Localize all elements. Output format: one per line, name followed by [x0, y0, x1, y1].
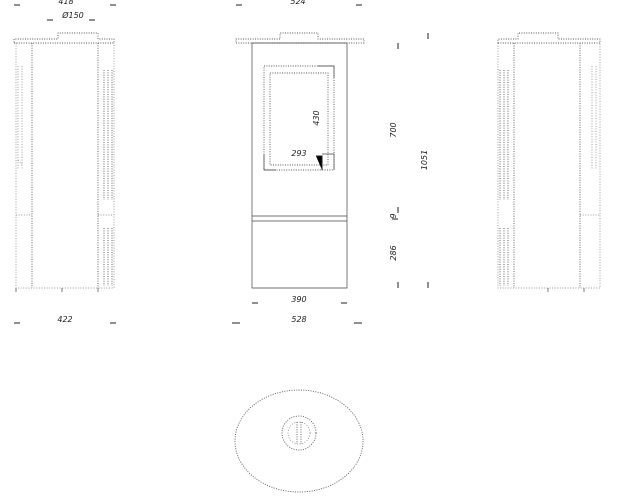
- dim-window-height: 430: [312, 110, 321, 125]
- top-view: [234, 389, 364, 493]
- dim-base-height: 286: [389, 245, 398, 260]
- dim-base-width: 390: [291, 295, 306, 304]
- dim-window-width: 293: [291, 149, 306, 158]
- dim-gap: 9: [389, 213, 398, 218]
- side-view-right: [497, 32, 601, 292]
- dim-upper-height: 700: [389, 122, 398, 137]
- dim-total-height: 1051: [420, 150, 429, 170]
- dim-bottom-width-center: 528: [291, 315, 306, 324]
- dim-bottom-width-left: 422: [57, 315, 72, 324]
- dim-flue-diameter: Ø150: [61, 10, 84, 20]
- side-view-left: [13, 32, 115, 292]
- front-view: [235, 32, 365, 289]
- dim-top-width-center: 524: [290, 0, 305, 6]
- dim-top-width-left: 418: [58, 0, 73, 6]
- dimension-marks: [14, 4, 429, 324]
